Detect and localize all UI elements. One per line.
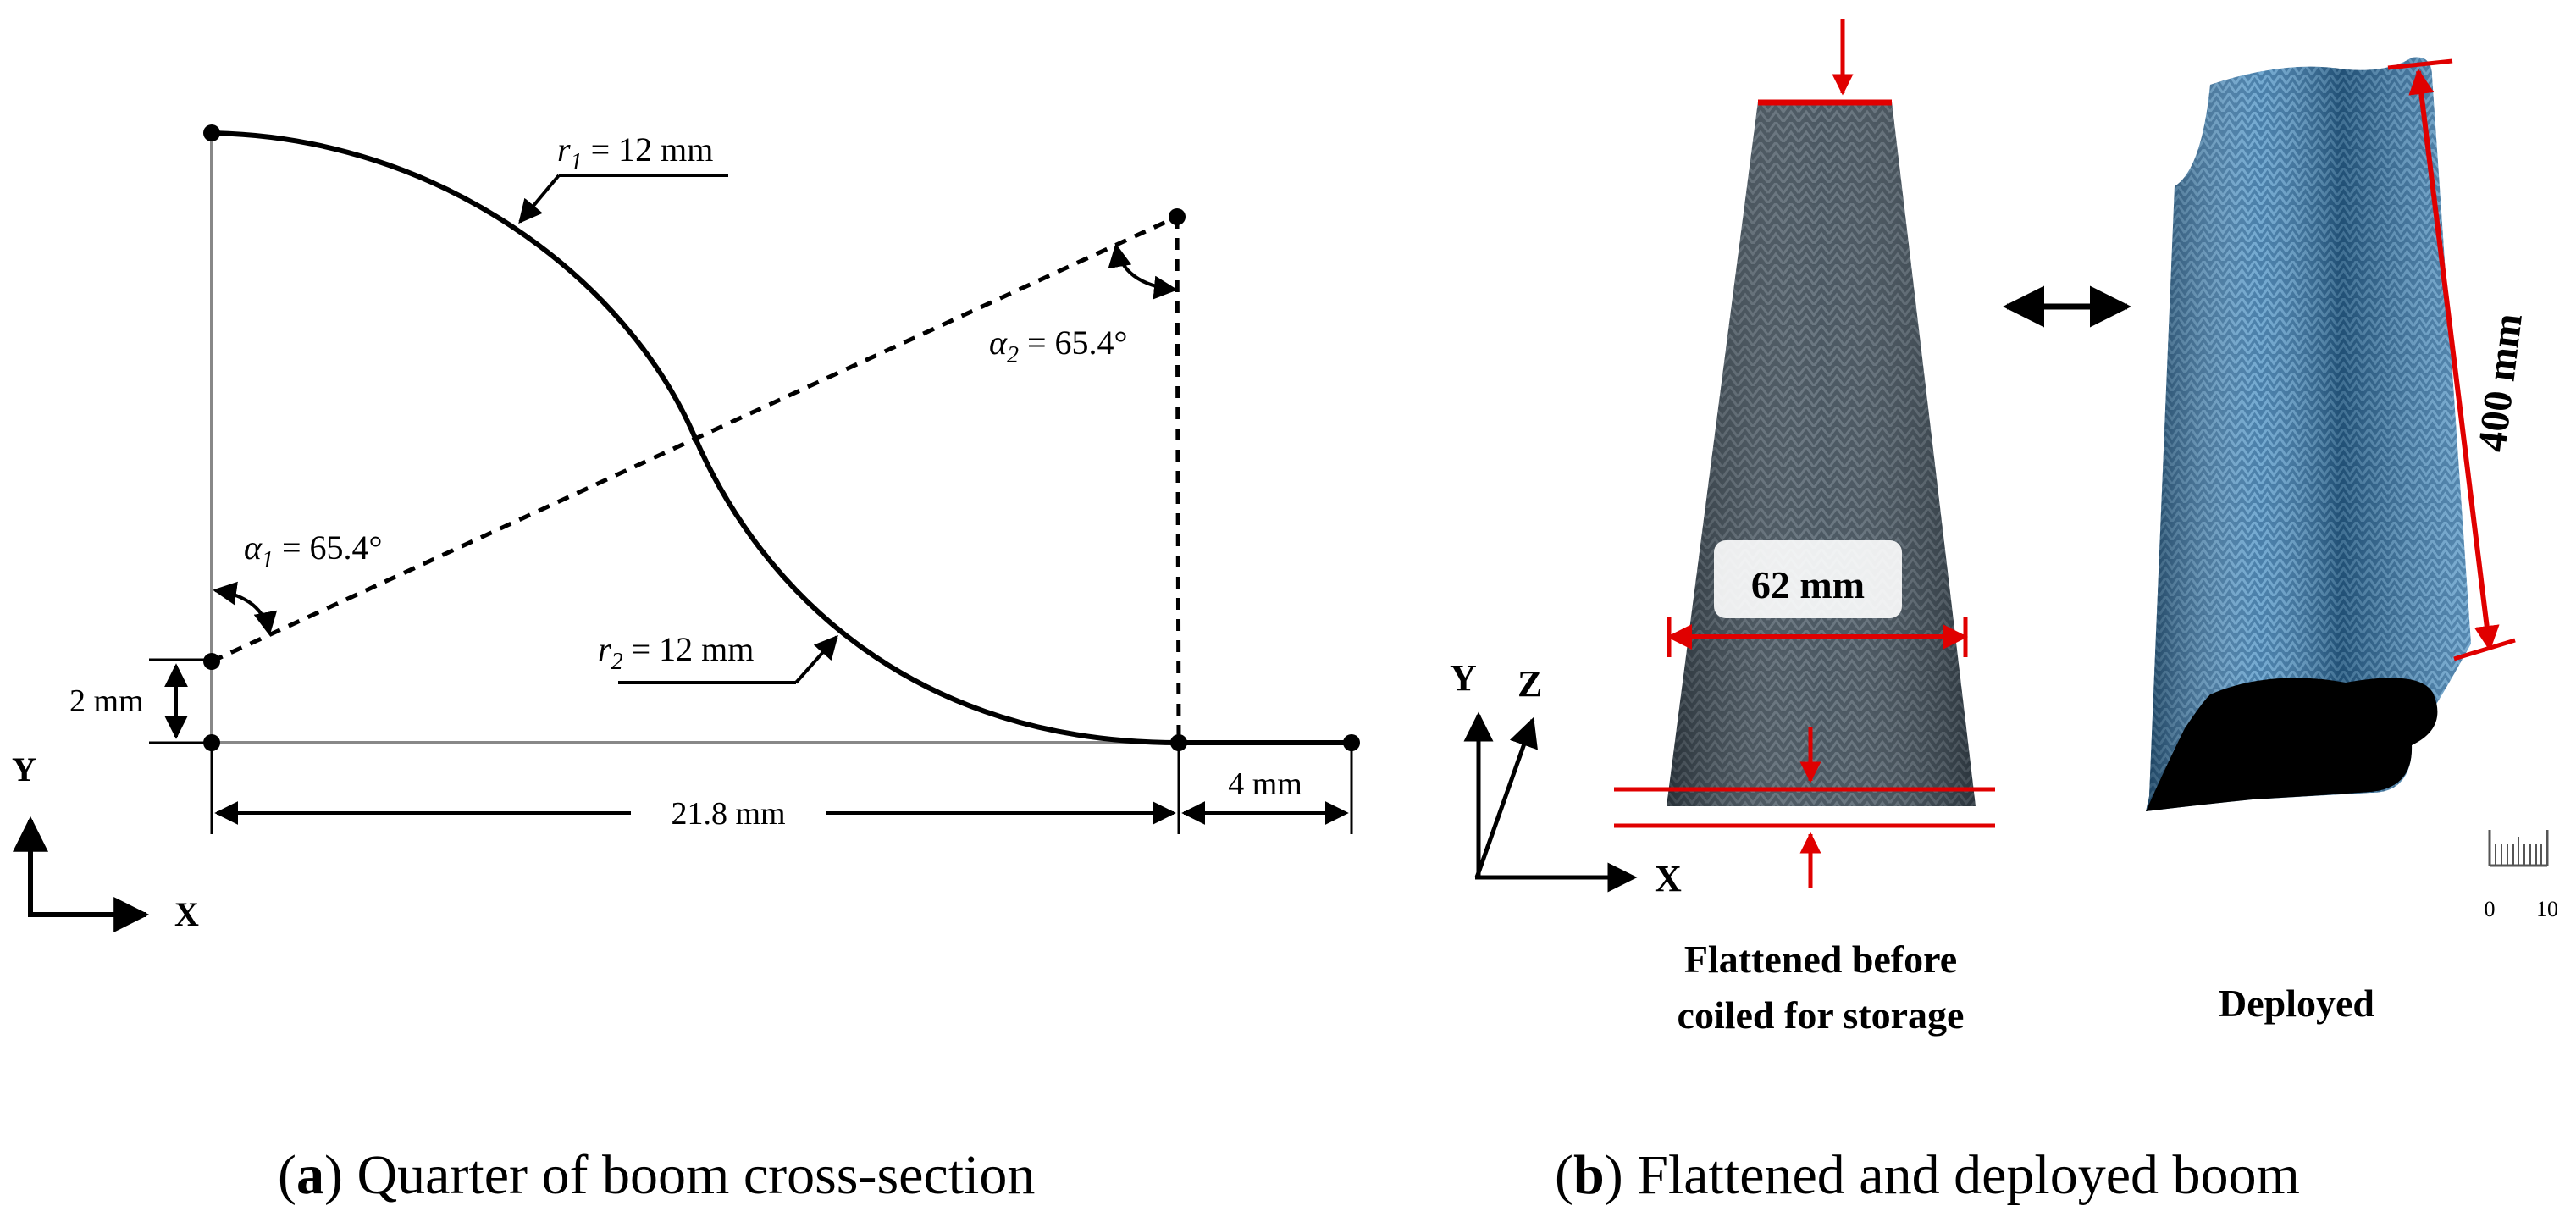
scale-min-label: 0 (2485, 897, 2496, 921)
caption-a-letter: a (296, 1144, 324, 1206)
length-dimension-arrow (2408, 69, 2500, 651)
alpha2-angle-arrow (1108, 243, 1178, 300)
caption-a: (a) Quarter of boom cross-section (278, 1144, 1036, 1206)
deployed-label: Deployed (2219, 982, 2374, 1025)
point-origin (203, 734, 220, 751)
point-end (1343, 734, 1360, 751)
r2-label: r2 = 12 mm (598, 630, 754, 675)
dim-4mm-label: 4 mm (1228, 766, 1302, 802)
scale-ruler (2488, 830, 2549, 867)
axis-b-z (1474, 716, 1538, 878)
point-tangent (1170, 734, 1187, 751)
dim-2mm-label: 2 mm (69, 683, 144, 719)
flattened-boom-shade (1667, 102, 1976, 806)
panel-b: 62 mm 400 mm Y Z X (1450, 19, 2558, 1037)
flattened-label-line2: coiled for storage (1678, 993, 1965, 1037)
axis-b-z-label: Z (1517, 663, 1542, 705)
point-center-1 (203, 653, 220, 670)
alpha1-angle-arrow (213, 581, 278, 636)
point-center-2 (1169, 208, 1186, 225)
length-tick-top (2387, 58, 2453, 70)
vertical-dashed-line (1175, 216, 1181, 744)
deployed-boom-opening (2146, 678, 2438, 811)
axis-b-y-label: Y (1450, 657, 1477, 699)
r2-leader-arrow (794, 634, 838, 684)
length-label: 400 mm (2469, 311, 2531, 454)
axis-b-x-label: X (1655, 858, 1682, 899)
scale-max-label: 10 (2536, 897, 2558, 921)
alpha1-label: α1 = 65.4° (244, 528, 383, 573)
r1-label: r1 = 12 mm (557, 130, 713, 175)
caption-b-letter: b (1573, 1144, 1605, 1206)
axis-a-y-label: Y (12, 750, 36, 788)
width-label-box (1714, 540, 1902, 618)
width-label: 62 mm (1751, 563, 1865, 606)
dim-21-8-label: 21.8 mm (671, 796, 785, 832)
center-line-dashed (210, 214, 1179, 664)
r1-leader-arrow (518, 174, 561, 224)
panel-a: r1 = 12 mm r2 = 12 mm α1 = 65.4° α2 = 65… (12, 124, 1360, 933)
caption-b: (b) Flattened and deployed boom (1555, 1144, 2300, 1206)
deployed-boom-shade (2146, 57, 2471, 811)
cross-section-curve (211, 130, 1180, 745)
length-tick-bottom (2453, 638, 2516, 661)
caption-b-text: Flattened and deployed boom (1622, 1144, 2300, 1206)
axis-a-x-label: X (174, 895, 199, 933)
flattened-label-line1: Flattened before (1684, 938, 1957, 981)
point-top (203, 124, 220, 141)
caption-a-text: Quarter of boom cross-section (342, 1144, 1036, 1206)
alpha2-label: α2 = 65.4° (989, 324, 1128, 368)
